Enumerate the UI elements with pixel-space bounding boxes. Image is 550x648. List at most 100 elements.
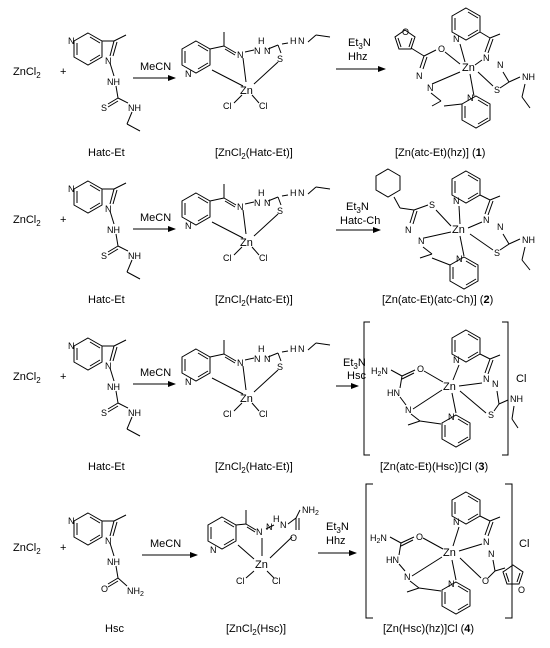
reaction-row-3: ZnCl2 + N NH S NH N Hatc-Et MeCN N N N H… xyxy=(13,321,526,475)
atom-label: N xyxy=(105,361,112,371)
atom-label: N xyxy=(254,198,261,208)
atom-label: O xyxy=(518,585,525,595)
reagent-arrow: Et3N Hhz xyxy=(318,521,357,556)
intermediate-structure: N N N H N S H N Zn Cl Cl xyxy=(181,339,331,419)
ligand-structure: N NH S NH N xyxy=(68,337,141,437)
atom-label: N xyxy=(254,46,261,56)
ligand-structure: N NH S NH N xyxy=(68,180,141,280)
atom-label: S xyxy=(488,410,494,420)
atom-label: Zn xyxy=(255,559,268,571)
atom-label: N xyxy=(105,56,112,66)
atom-label: N xyxy=(453,196,460,206)
atom-label: N xyxy=(416,71,423,81)
ligand-name: Hatc-Et xyxy=(88,461,125,473)
ligand-structure: N NH S NH N xyxy=(68,32,141,132)
atom-label: S xyxy=(494,248,500,258)
atom-label: N xyxy=(256,527,263,537)
counterion: Cl xyxy=(516,373,526,385)
atom-label: N xyxy=(68,184,75,194)
plus-sign: + xyxy=(60,371,66,383)
atom-label: N xyxy=(483,215,490,225)
reactant-zncl2: ZnCl2 xyxy=(13,371,41,385)
svg-text:Hsc: Hsc xyxy=(347,370,366,382)
reagent-arrow: Et3N Hatc-Ch xyxy=(336,201,381,233)
atom-label: S xyxy=(101,251,107,261)
ligand-name: Hsc xyxy=(105,623,124,635)
atom-label: N xyxy=(185,221,192,231)
atom-label: S xyxy=(494,85,500,95)
atom-label: Cl xyxy=(259,253,268,263)
atom-label: S xyxy=(101,103,107,113)
atom-label: N xyxy=(497,60,504,70)
atom-label: S xyxy=(429,200,435,210)
atom-label: Zn xyxy=(443,381,456,393)
atom-label: Zn xyxy=(240,237,253,249)
solvent-arrow: MeCN xyxy=(133,212,176,232)
atom-label: NH xyxy=(107,225,120,235)
atom-label: Cl xyxy=(236,576,245,586)
atom-label: Zn xyxy=(443,547,456,559)
atom-label: NH xyxy=(522,235,535,245)
atom-label: N xyxy=(266,522,273,532)
svg-text:H2N: H2N xyxy=(371,366,388,378)
atom-label: N xyxy=(404,572,411,582)
atom-label: N xyxy=(483,374,490,384)
atom-label: N xyxy=(68,36,75,46)
atom-label: H xyxy=(290,36,297,46)
atom-label: Zn xyxy=(452,224,465,236)
atom-label: Cl xyxy=(259,101,268,111)
atom-label: O xyxy=(417,364,424,374)
atom-label: N xyxy=(105,536,112,546)
product-name: [Zn(Hsc)(hz)]Cl (4) xyxy=(383,623,474,635)
atom-label: NH xyxy=(107,77,120,87)
ligand-structure: N N NH O NH2 xyxy=(68,512,144,598)
svg-text:NH2: NH2 xyxy=(127,586,144,598)
atom-label: N xyxy=(280,520,287,530)
svg-text:Hatc-Ch: Hatc-Ch xyxy=(340,215,380,227)
atom-label: NH xyxy=(107,382,120,392)
atom-label: N xyxy=(210,545,217,555)
intermediate-structure: N N N H N NH2 O Zn Cl Cl xyxy=(207,505,319,586)
ligand-name: Hatc-Et xyxy=(88,294,125,306)
atom-label: NH xyxy=(128,408,141,418)
atom-label: N xyxy=(467,93,474,103)
atom-label: N xyxy=(185,69,192,79)
intermediate-name: [ZnCl2(Hatc-Et)] xyxy=(215,294,293,308)
atom-label: N xyxy=(492,379,499,389)
reaction-row-2: ZnCl2 + N NH S NH N Hatc-Et MeCN N N N H… xyxy=(13,168,535,308)
atom-label: N xyxy=(405,405,412,415)
atom-label: O xyxy=(482,576,489,586)
atom-label: N xyxy=(483,53,490,63)
atom-label: N xyxy=(185,377,192,387)
reactant-zncl2: ZnCl2 xyxy=(13,542,41,556)
svg-text:Hhz: Hhz xyxy=(348,51,368,63)
svg-text:H2N: H2N xyxy=(370,533,387,545)
atom-label: S xyxy=(277,206,283,216)
reagent-arrow: Et3N Hsc xyxy=(336,357,366,389)
intermediate-name: [ZnCl2(Hatc-Et)] xyxy=(215,147,293,161)
atom-label: N xyxy=(448,412,455,422)
atom-label: NH xyxy=(128,251,141,261)
atom-label: N xyxy=(453,517,460,527)
atom-label: NH xyxy=(128,103,141,113)
atom-label: O xyxy=(101,584,108,594)
atom-label: N xyxy=(264,46,271,56)
plus-sign: + xyxy=(60,542,66,554)
solvent-arrow: MeCN xyxy=(142,538,198,558)
atom-label: Cl xyxy=(223,101,232,111)
atom-label: N xyxy=(448,579,455,589)
intermediate-name: [ZnCl2(Hatc-Et)] xyxy=(215,461,293,475)
atom-label: NH xyxy=(510,394,523,404)
atom-label: HN xyxy=(386,555,399,565)
product-name: [Zn(atc-Et)(hz)] (1) xyxy=(395,147,485,159)
atom-label: H xyxy=(258,188,265,198)
atom-label: N xyxy=(453,355,460,365)
atom-label: N xyxy=(68,516,75,526)
atom-label: N xyxy=(483,537,490,547)
plus-sign: + xyxy=(60,66,66,78)
ligand-name: Hatc-Et xyxy=(88,147,125,159)
svg-text:Et3N: Et3N xyxy=(343,357,366,371)
svg-text:MeCN: MeCN xyxy=(150,538,181,550)
svg-text:NH2: NH2 xyxy=(302,505,319,517)
